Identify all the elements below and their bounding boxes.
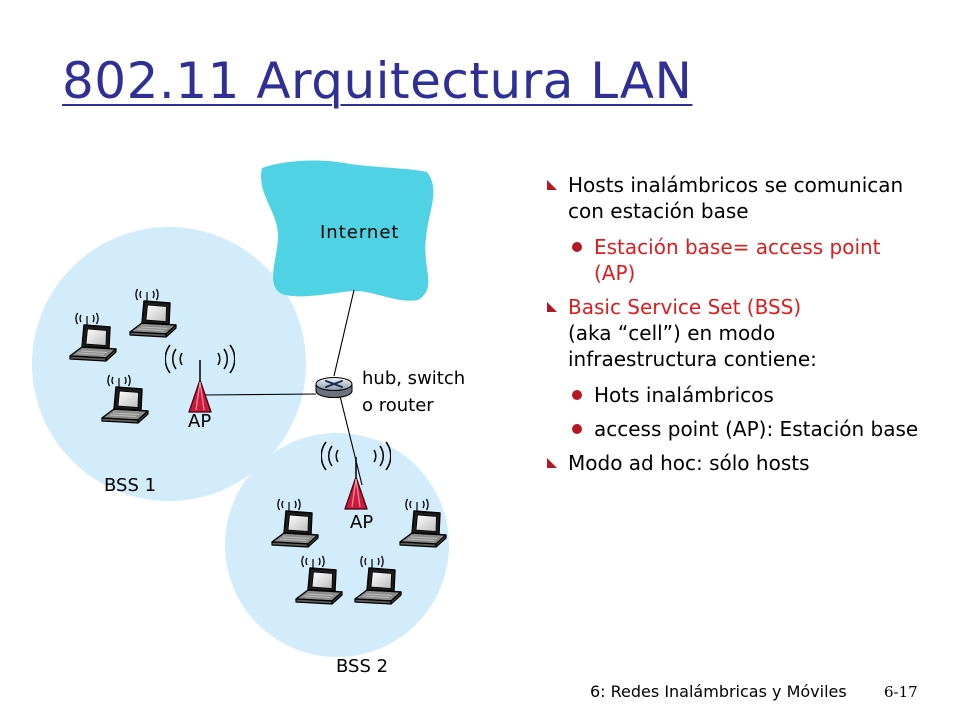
- internet-label: Internet: [320, 222, 399, 243]
- bss1-label: BSS 1: [104, 475, 156, 496]
- bullet-hots-inalambricos: Hots inalámbricos: [546, 382, 926, 408]
- bullet-text: Estación base= access point (AP): [594, 235, 881, 285]
- ap2-label: AP: [350, 512, 373, 533]
- bullet-bss: Basic Service Set (BSS)(aka “cell”) en m…: [546, 294, 926, 372]
- bss2-label: BSS 2: [336, 656, 388, 677]
- footer-chapter: 6: Redes Inalámbricas y Móviles: [590, 682, 847, 701]
- page-number: 6-17: [884, 683, 918, 701]
- bullet-ad-hoc: Modo ad hoc: sólo hosts: [546, 450, 926, 476]
- bullet-estacion-base: Estación base= access point (AP): [546, 234, 926, 286]
- bullet-text: Basic Service Set (BSS): [568, 295, 802, 319]
- bss1-cell: [32, 227, 306, 501]
- bullet-text: access point (AP): Estación base: [594, 417, 919, 441]
- bullet-text: Hots inalámbricos: [594, 383, 774, 407]
- link-ap1-router: [202, 393, 317, 396]
- device-label-line1: hub, switch: [362, 368, 465, 389]
- ap1-label: AP: [188, 411, 211, 432]
- link-router-internet: [333, 289, 355, 377]
- router-icon: [315, 377, 353, 398]
- bullet-text: Hosts inalámbricos se comunican con esta…: [568, 173, 904, 223]
- bullet-access-point: access point (AP): Estación base: [546, 416, 926, 442]
- bullet-text: Modo ad hoc: sólo hosts: [568, 451, 810, 475]
- bullet-text: (aka “cell”) en modo infraestructura con…: [568, 321, 817, 371]
- internet-cloud: [261, 160, 434, 301]
- device-label-line2: o router: [362, 395, 434, 416]
- bullet-hosts-comunican: Hosts inalámbricos se comunican con esta…: [546, 172, 926, 224]
- slide-title: 802.11 Arquitectura LAN: [62, 52, 693, 110]
- link-router-ap2: [339, 395, 363, 486]
- bullet-list: Hosts inalámbricos se comunican con esta…: [546, 172, 926, 486]
